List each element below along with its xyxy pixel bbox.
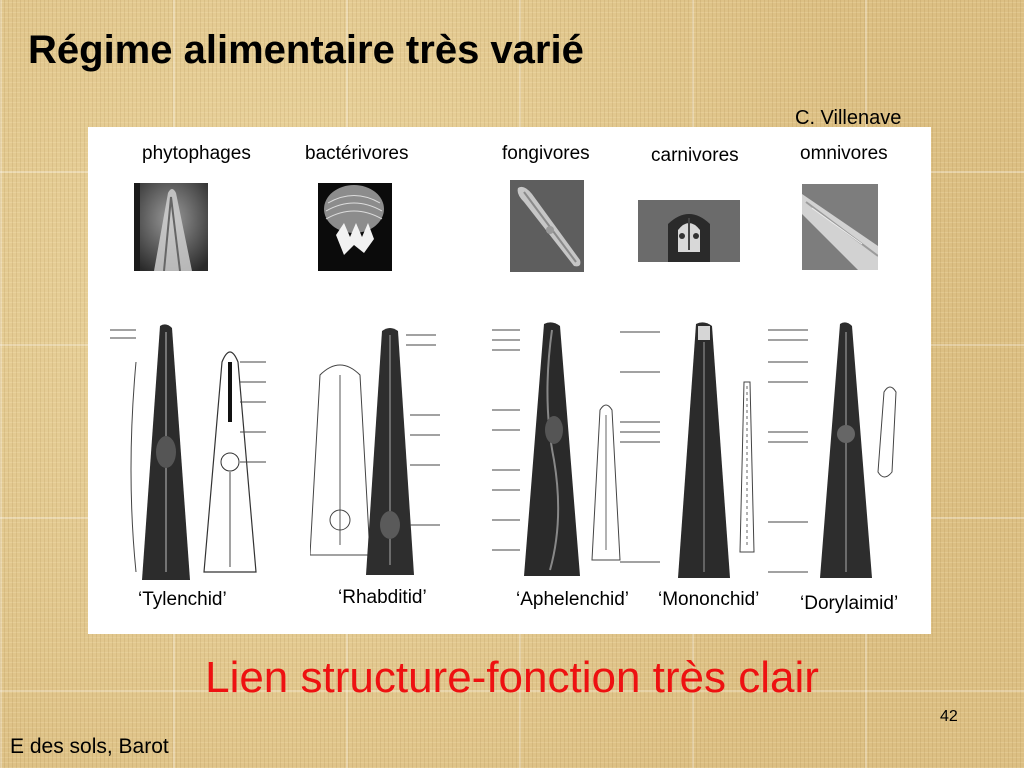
- bacterivore-micrograph: [318, 183, 392, 271]
- rhabditid-drawing: [310, 325, 460, 580]
- tagline-text: Lien structure-fonction très clair: [205, 653, 819, 702]
- phytophage-micrograph: [134, 183, 208, 271]
- taxon-label-aphelenchid: ‘Aphelenchid’: [516, 589, 630, 610]
- category-label-carnivores: carnivores: [651, 145, 739, 166]
- category-label-phytophages: phytophages: [142, 143, 251, 164]
- taxon-label-rhabditid: ‘Rhabditid’: [338, 587, 427, 608]
- taxon-label-tylenchid: ‘Tylenchid’: [138, 589, 227, 610]
- category-label-omnivores: omnivores: [800, 143, 888, 164]
- tylenchid-drawing: [106, 322, 296, 582]
- footer-text: E des sols, Barot: [10, 735, 169, 758]
- taxon-label-mononchid: ‘Mononchid’: [658, 589, 760, 610]
- omnivore-micrograph: [802, 184, 878, 270]
- nematode-figure: phytophages bactérivores fongivores carn…: [88, 127, 931, 634]
- taxon-label-dorylaimid: ‘Dorylaimid’: [800, 593, 899, 614]
- carnivore-micrograph: [638, 200, 740, 262]
- category-label-bacterivores: bactérivores: [305, 143, 409, 164]
- aphelenchid-drawing: [492, 320, 642, 580]
- credit-text: C. Villenave: [795, 107, 902, 129]
- slide-number: 42: [940, 708, 958, 725]
- category-label-fongivores: fongivores: [502, 143, 590, 164]
- fongivore-micrograph: [510, 180, 584, 272]
- mononchid-drawing: [620, 322, 790, 582]
- slide-title: Régime alimentaire très varié: [28, 28, 584, 72]
- dorylaimid-drawing: [768, 322, 928, 582]
